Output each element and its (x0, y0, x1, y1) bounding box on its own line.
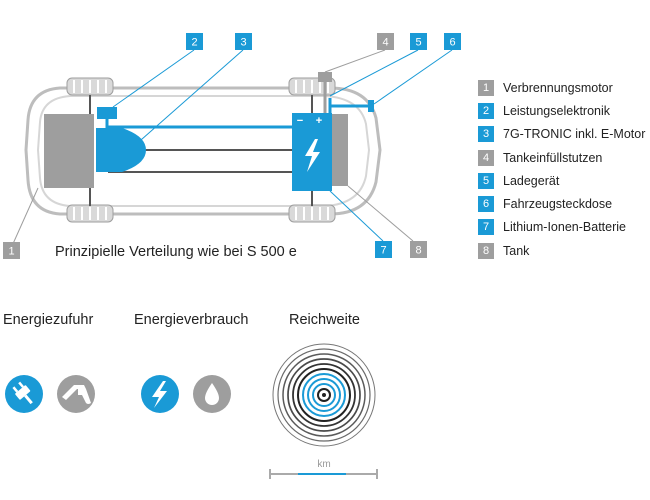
legend-item: 1 Verbrennungsmotor (478, 76, 650, 99)
component-marker-6: 6 (444, 33, 461, 50)
marker-number: 6 (449, 37, 455, 49)
range-target-icon (272, 343, 376, 447)
leader-lines (11, 49, 453, 247)
plug-icon (5, 375, 43, 413)
energy-supply-icons (5, 375, 95, 413)
component-marker-8: 8 (410, 241, 427, 258)
legend-number-badge: 5 (478, 172, 494, 189)
legend-number-badge: 3 (478, 126, 494, 143)
marker-badge (186, 33, 203, 50)
fuel-drop-icon (193, 375, 231, 413)
battery-plus-label: + (316, 115, 322, 127)
battery-lightning-icon (305, 139, 320, 172)
leader-line-7 (329, 190, 384, 242)
component-marker-2: 2 (186, 33, 203, 50)
legend-label: Leistungselektronik (503, 103, 611, 118)
range-title: Reichweite (289, 312, 360, 328)
leader-line-6 (373, 49, 453, 105)
leader-line-2 (112, 49, 195, 108)
range-unit-label: km (317, 459, 330, 470)
marker-number: 7 (380, 245, 386, 257)
marker-number: 4 (382, 37, 388, 49)
energy-supply-title: Energiezufuhr (3, 312, 94, 328)
front-left-wheel (66, 77, 114, 96)
marker-number: 5 (415, 37, 421, 49)
component-marker-4: 4 (377, 33, 394, 50)
component-marker-3: 3 (235, 33, 252, 50)
marker-badge (444, 33, 461, 50)
marker-badge (235, 33, 252, 50)
transmission-emotor (96, 128, 146, 172)
component-marker-5: 5 (410, 33, 427, 50)
charge-socket (368, 100, 374, 112)
legend-item: 8 Tank (478, 239, 650, 262)
marker-badge (3, 242, 20, 259)
rear-right-wheel (288, 204, 336, 223)
legend-label: Verbrennungsmotor (503, 80, 613, 95)
legend-number-badge: 7 (478, 219, 494, 236)
legend-number-badge: 4 (478, 149, 494, 166)
leader-line-8 (347, 185, 414, 242)
legend-number-badge: 2 (478, 102, 494, 119)
component-markers: 1 2 3 4 5 6 7 8 (3, 33, 461, 259)
marker-number: 1 (8, 246, 14, 258)
legend-label: Lithium-Ionen-Batterie (503, 220, 626, 235)
leader-line-1 (11, 187, 39, 247)
legend-number-badge: 1 (478, 79, 494, 96)
legend-label: Tankeinfüllstutzen (503, 150, 603, 165)
legend-item: 3 7G-TRONIC inkl. E-Motor (478, 123, 650, 146)
marker-badge (410, 33, 427, 50)
legend-item: 6 Fahrzeugsteckdose (478, 192, 650, 215)
fuel-filler-neck (318, 72, 332, 82)
leader-line-3 (132, 49, 244, 148)
legend-item: 2 Leistungselektronik (478, 99, 650, 122)
combustion-engine (44, 114, 94, 188)
legend-item: 7 Lithium-Ionen-Batterie (478, 216, 650, 239)
marker-number: 2 (191, 37, 197, 49)
marker-number: 8 (415, 245, 421, 257)
component-marker-7: 7 (375, 241, 392, 258)
marker-badge (410, 241, 427, 258)
legend-number-badge: 8 (478, 242, 494, 259)
leader-line-4 (324, 49, 386, 73)
legend-label: Tank (503, 243, 530, 258)
legend-label: 7G-TRONIC inkl. E-Motor (503, 127, 646, 142)
component-marker-1: 1 (3, 242, 20, 259)
front-right-wheel (66, 204, 114, 223)
marker-badge (375, 241, 392, 258)
legend-number-badge: 6 (478, 196, 494, 213)
legend-label: Ladegerät (503, 173, 560, 188)
marker-number: 3 (240, 37, 246, 49)
power-electronics (97, 107, 117, 119)
lightning-icon (141, 375, 179, 413)
marker-badge (377, 33, 394, 50)
energy-consumption-icons (141, 375, 231, 413)
energy-consumption-title: Energieverbrauch (134, 312, 249, 328)
leader-line-5 (329, 49, 419, 97)
legend-item: 5 Ladegerät (478, 169, 650, 192)
battery-minus-label: − (297, 115, 303, 127)
legend-label: Fahrzeugsteckdose (503, 197, 613, 212)
range-scale-bar (269, 469, 378, 479)
diagram-caption: Prinzipielle Verteilung wie bei S 500 e (55, 244, 297, 260)
legend-item: 4 Tankeinfüllstutzen (478, 146, 650, 169)
fuel-nozzle-icon (57, 375, 95, 413)
